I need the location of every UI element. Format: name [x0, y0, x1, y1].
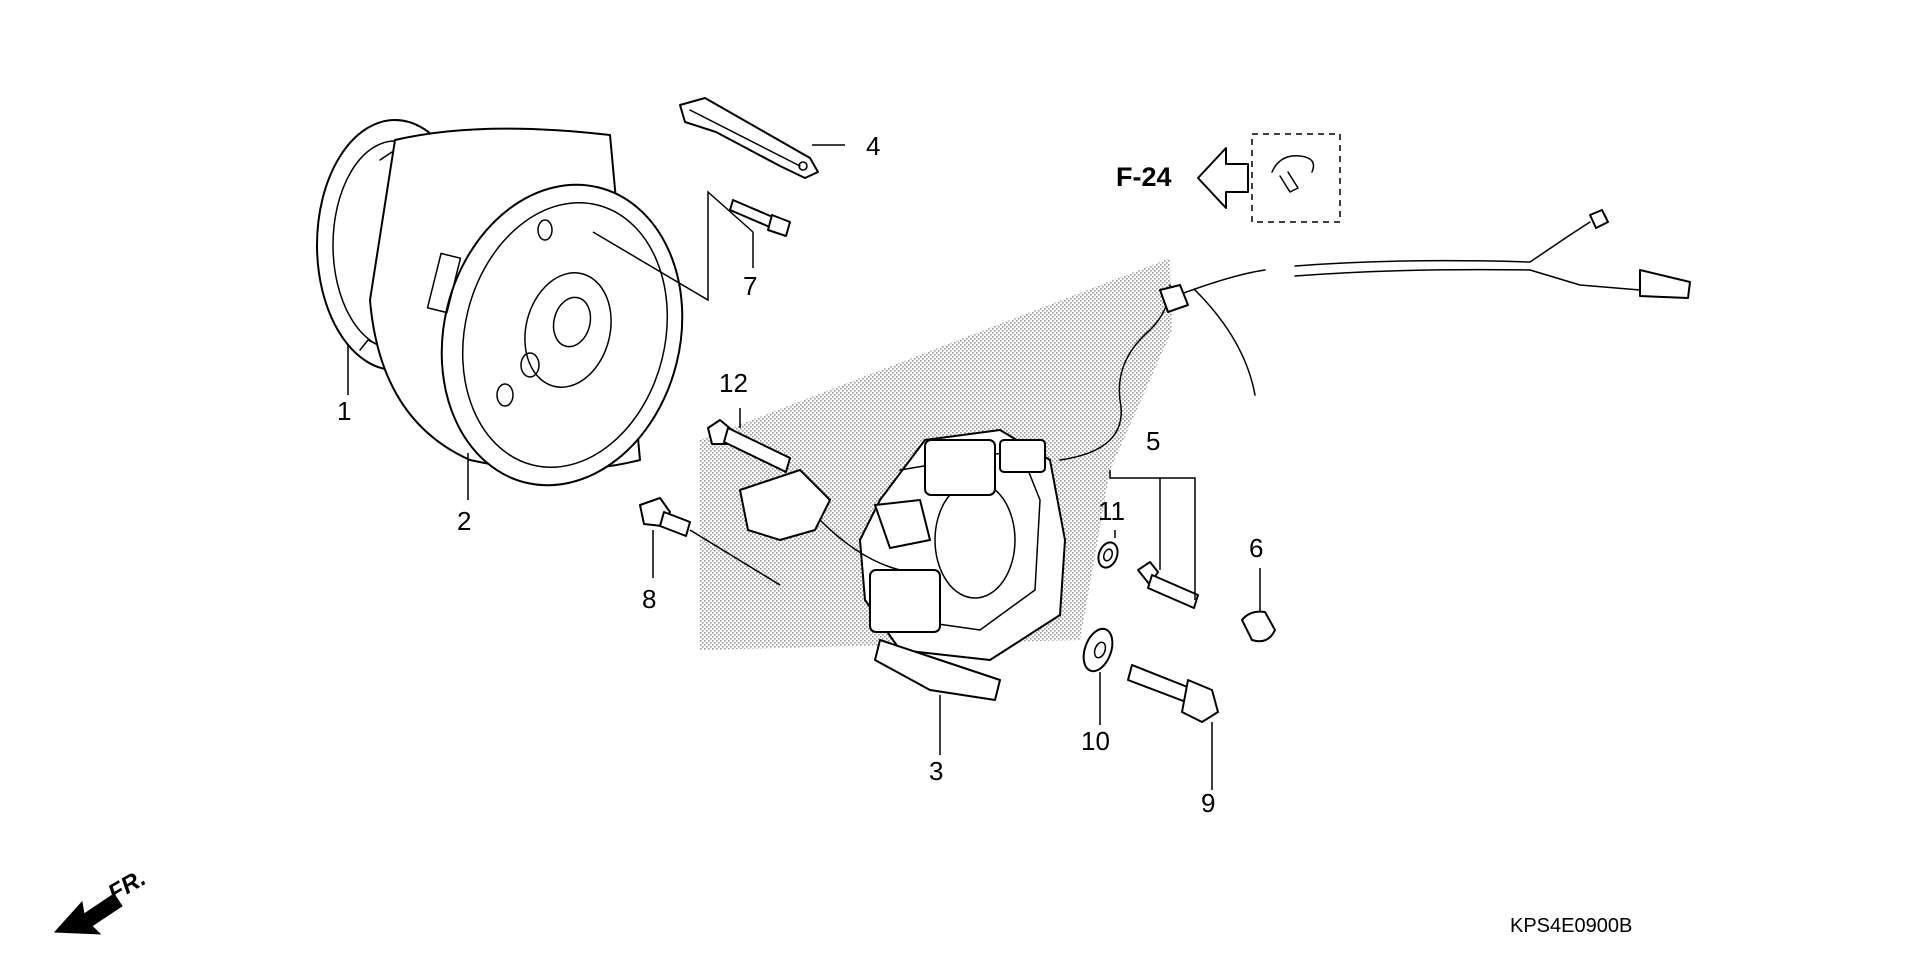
part-label-1: 1	[337, 396, 351, 426]
part-8-bolt	[639, 497, 691, 537]
part-label-6: 6	[1249, 533, 1263, 563]
part-label-12: 12	[719, 368, 748, 398]
part-4-cable-guide	[679, 97, 819, 179]
part-label-3: 3	[929, 756, 943, 786]
part-6-collar	[1241, 610, 1276, 643]
harness-clamp-icon	[1271, 155, 1315, 193]
part-9-bolt	[1127, 664, 1219, 723]
part-label-4: 4	[866, 131, 880, 161]
reference-label: F-24	[1116, 162, 1172, 192]
part-3-stator-assembly	[739, 284, 1171, 701]
leader-lines	[347, 144, 1261, 790]
part-label-10: 10	[1081, 726, 1110, 756]
part-5-bolt	[1137, 561, 1199, 609]
part-label-7: 7	[743, 271, 757, 301]
reference-callout: F-24	[1116, 133, 1341, 223]
part-10-washer	[1082, 627, 1114, 673]
part-label-8: 8	[642, 584, 656, 614]
part-11-washer	[1097, 541, 1119, 569]
front-direction-marker: FR.	[53, 864, 150, 935]
part-12-bolt	[707, 419, 791, 473]
diagram-code: KPS4E0900B	[1510, 915, 1632, 937]
part-label-11: 11	[1098, 496, 1125, 526]
part-2-flywheel	[369, 127, 684, 487]
part-label-9: 9	[1201, 788, 1215, 818]
reference-arrow-icon	[1197, 147, 1249, 209]
part-label-5: 5	[1146, 426, 1160, 456]
front-direction-arrow-icon	[53, 893, 123, 935]
part-7-bolt	[729, 199, 791, 237]
reference-box	[1251, 133, 1341, 223]
wire-harness	[1159, 209, 1691, 396]
part-labels: 1 2 3 4 5 6 7 8 9 10 11 12	[337, 131, 1263, 818]
part-label-2: 2	[457, 506, 471, 536]
